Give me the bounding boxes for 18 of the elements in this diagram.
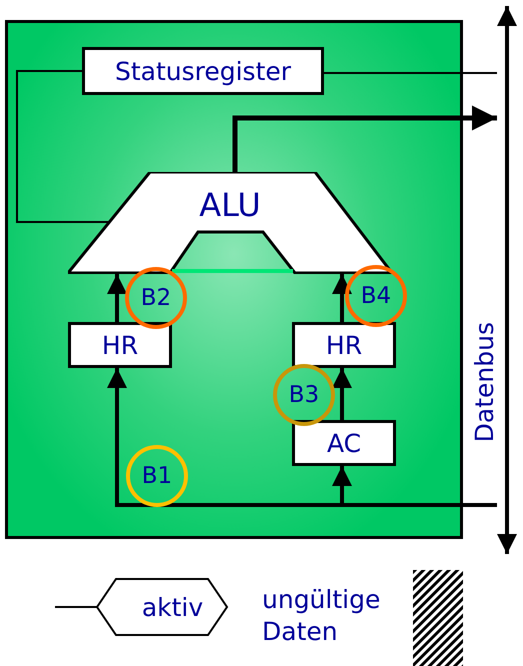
register-box: HR (68, 322, 172, 368)
register-box: HR (292, 322, 396, 368)
arrow (232, 106, 497, 172)
marker-circle: B3 (273, 364, 335, 426)
connector-line (16, 70, 110, 223)
marker-circle: B1 (126, 445, 188, 507)
marker-circle: B2 (125, 267, 187, 329)
arrow (332, 368, 352, 420)
register-box: Statusregister (82, 47, 324, 95)
bus-label: Datenbus (470, 322, 500, 442)
legend-text: ungültige Daten (262, 584, 382, 648)
register-box: AC (292, 420, 396, 466)
connector-line (324, 72, 497, 74)
data-bus-arrow (497, 4, 517, 556)
arrow (107, 274, 127, 322)
alu-trapezoid: ALU (68, 172, 392, 274)
arrow (332, 274, 352, 322)
marker-circle: B4 (345, 265, 407, 327)
